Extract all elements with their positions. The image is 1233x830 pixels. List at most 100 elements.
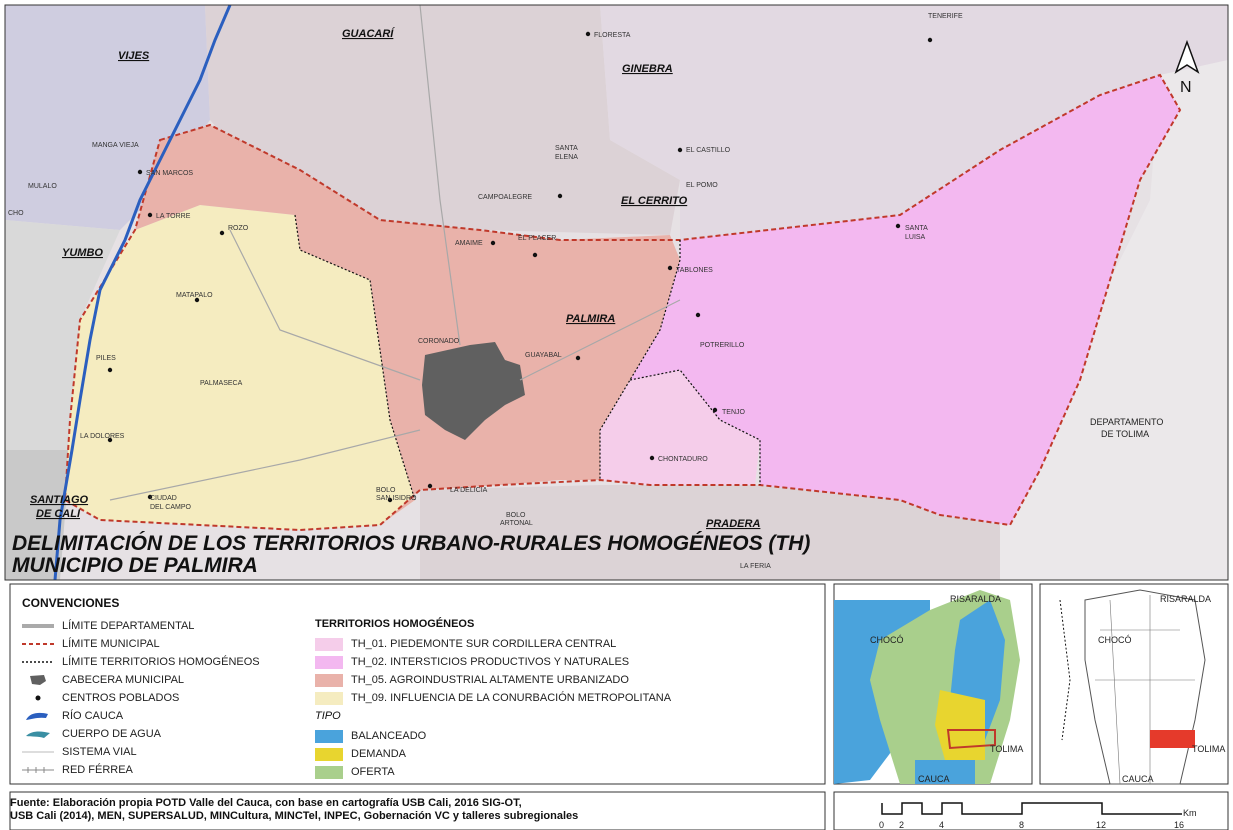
neighbor-tolima [1000,60,1228,580]
label-la-delicia: LA DELICIA [450,487,488,494]
legend: CONVENCIONES LÍMITE DEPARTAMENTAL LÍMITE… [10,584,825,784]
north-label: N [1180,79,1192,96]
legend-balanceado: BALANCEADO [315,728,426,744]
inset2-tolima: TOLIMA [1192,744,1225,754]
rio-cauca [53,4,232,581]
label-el-pomo: EL POMO [686,182,718,189]
scale-tick-4: 4 [939,820,944,830]
legend-label: CUERPO DE AGUA [62,728,162,740]
legend-heading: CONVENCIONES [22,596,120,610]
balanceado-swatch [315,729,343,743]
inset2-choco: CHOCÓ [1098,635,1132,645]
scale-tick-16: 16 [1174,820,1184,830]
legend-oferta: OFERTA [315,764,395,780]
dot-san-isidro [387,497,393,503]
label-potrerillo: POTRERILLO [700,342,745,349]
label-de-cali: DE CALI [36,508,81,520]
cabecera-municipal-palmira [422,342,525,440]
legend-label: RÍO CAUCA [62,710,124,722]
rail-line-icon [22,767,54,773]
label-chontaduro: CHONTADURO [658,456,708,463]
legend-frame [9,583,826,785]
inset-map-location: RISARALDA CHOCÓ TOLIMA CAUCA [1039,583,1229,785]
tipo-heading: TIPO [315,710,341,722]
black-dot-icon [35,695,41,701]
label-tenjo: TENJO [722,409,746,416]
scale-tick-2: 2 [899,820,904,830]
territorios-heading: TERRITORIOS HOMOGÉNEOS [315,618,475,630]
label-vijes: VIJES [118,50,150,62]
source-frame [9,791,826,830]
legend-label: CENTROS POBLADOS [62,692,180,704]
scale-unit: Km [1183,808,1197,818]
label-manga-vieja: MANGA VIEJA [92,142,139,149]
legend-th05: TH_05. AGROINDUSTRIAL ALTAMENTE URBANIZA… [315,672,629,688]
legend-limite-municipal: LÍMITE MUNICIPAL [20,636,160,652]
oferta-swatch [315,765,343,779]
label-ginebra: GINEBRA [622,63,673,75]
label-la-feria: LA FERIA [740,563,771,570]
label-elena: ELENA [555,154,578,161]
map-title-line1: DELIMITACIÓN DE LOS TERRITORIOS URBANO-R… [12,531,810,555]
legend-limite-th: LÍMITE TERRITORIOS HOMOGÉNEOS [20,654,260,670]
neighbor-yumbo [5,220,120,450]
th01-swatch [315,637,343,651]
source-note: Fuente: Elaboración propia POTD Valle de… [10,797,825,823]
dot-campoalegre [557,193,563,199]
dot-tenerife [927,37,933,43]
legend-label: TH_02. INTERSTICIOS PRODUCTIVOS Y NATURA… [351,656,630,668]
dot-guayabal [575,355,581,361]
legend-cuerpo-agua: CUERPO DE AGUA [20,726,161,742]
label-coronado: CORONADO [418,338,460,345]
centros-poblados-group: TENERIFE FLORESTA MANGA VIEJA SAN MARCOS… [8,13,963,570]
inset2-cauca: CAUCA [1122,774,1154,784]
dot-tenjo [712,407,718,413]
scale-tick-8: 8 [1019,820,1024,830]
dot-el-placer [532,252,538,258]
gray-thick-line-icon [22,624,54,628]
label-san-marcos: SAN MARCOS [146,170,193,177]
legend-label: SISTEMA VIAL [62,746,137,758]
inset1-risaralda: RISARALDA [950,594,1001,604]
legend-label: OFERTA [351,766,395,778]
neighbor-ginebra [600,5,1228,240]
label-yumbo: YUMBO [62,247,103,259]
label-tablones: TABLONES [676,267,713,274]
label-la-dolores: LA DOLORES [80,433,125,440]
black-dotted-line-icon [22,661,54,663]
dot-santa-luisa [895,223,901,229]
dot-tablones [667,265,673,271]
legend-label: LÍMITE MUNICIPAL [62,638,160,650]
neighbor-guacari [205,5,680,240]
label-bolo-2: BOLO [506,512,526,519]
legend-label: LÍMITE DEPARTAMENTAL [62,620,195,632]
map-frame [4,4,1229,581]
label-pradera: PRADERA [706,518,760,530]
dot-san-marcos [137,169,143,175]
label-rozo: ROZO [228,225,249,232]
neighbor-cali [5,450,70,580]
label-bolo-1: BOLO [376,487,396,494]
label-piles: PILES [96,355,116,362]
dot-el-castillo [677,147,683,153]
inset1-choco: CHOCÓ [870,635,904,645]
legend-cabecera: CABECERA MUNICIPAL [20,672,184,688]
th09-region [65,205,415,530]
label-la-torre: LA TORRE [156,213,191,220]
dot-la-torre [147,212,153,218]
label-luisa: LUISA [905,234,926,241]
source-line1: Fuente: Elaboración propia POTD Valle de… [10,797,522,809]
dot-chontaduro [649,455,655,461]
limite-th [294,214,761,501]
th09-swatch [315,691,343,705]
label-el-castillo: EL CASTILLO [686,147,731,154]
dark-gray-shape-icon [30,675,46,685]
label-guacari: GUACARÍ [342,27,395,40]
th01-region [600,370,760,485]
label-palmaseca: PALMASECA [200,380,243,387]
label-matapalo: MATAPALO [176,292,213,299]
source-line2: USB Cali (2014), MEN, SUPERSALUD, MINCul… [10,810,579,822]
legend-label: RED FÉRREA [62,764,133,776]
label-artonal: ARTONAL [500,520,533,527]
